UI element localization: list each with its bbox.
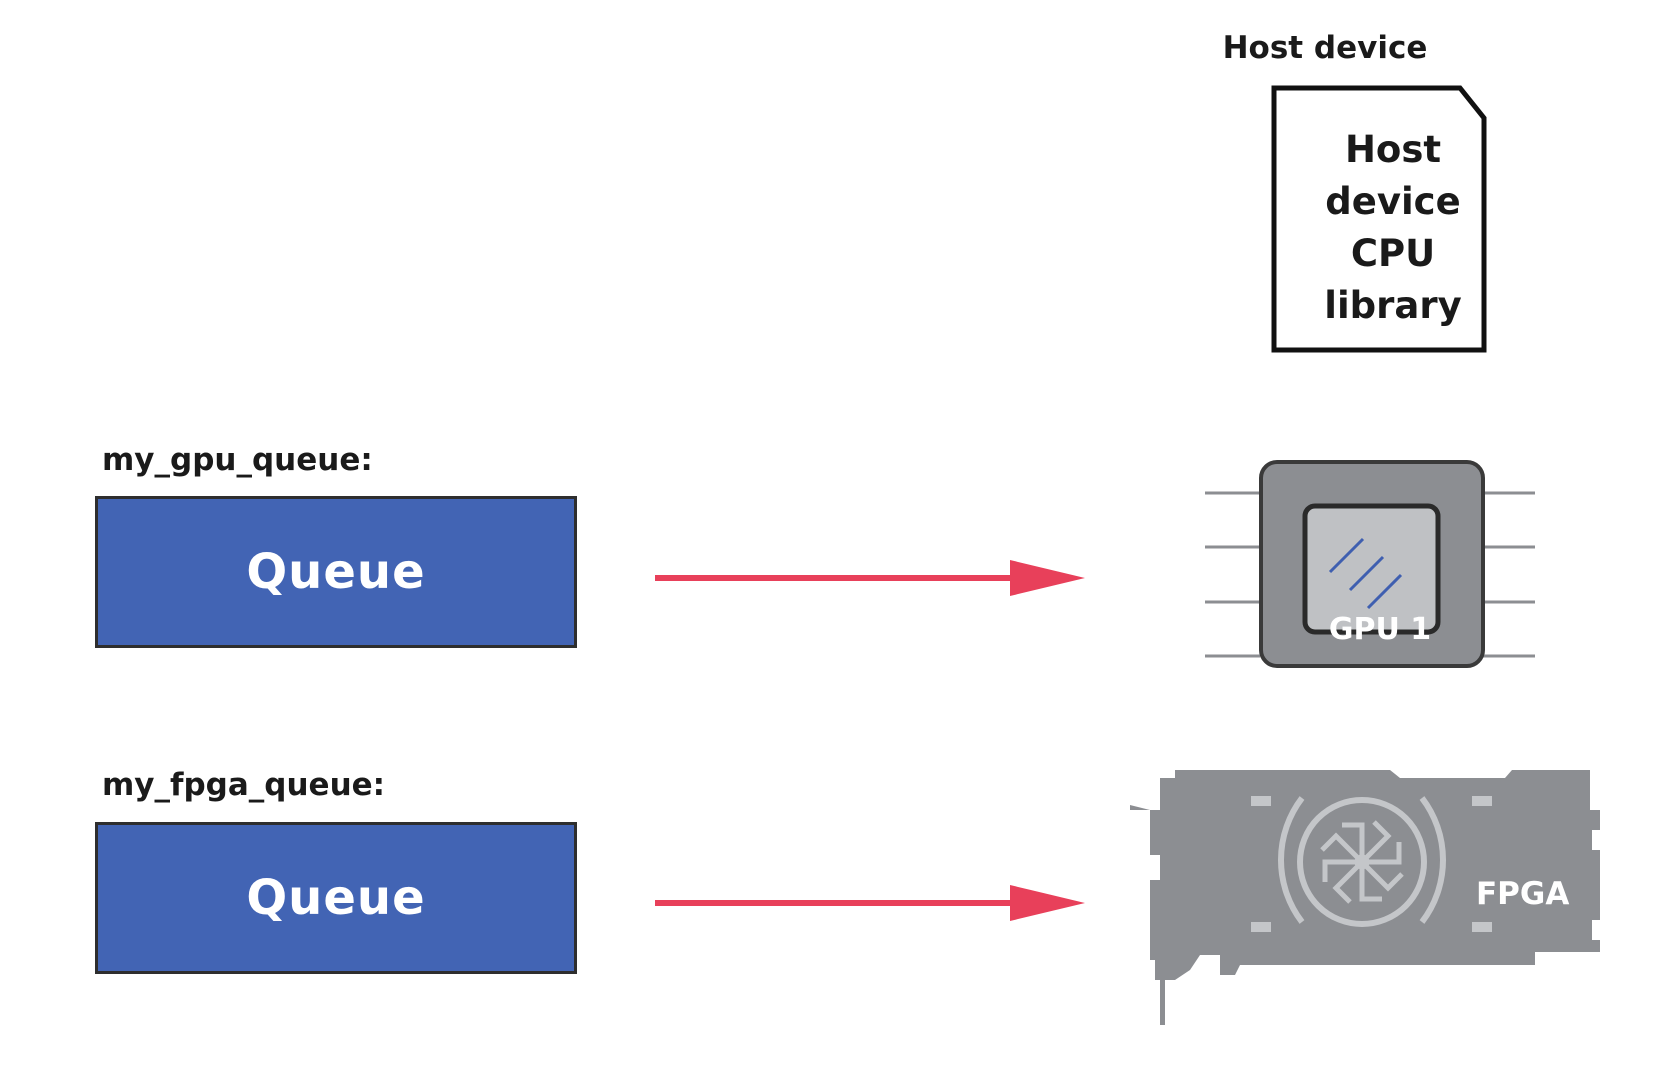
library-line: CPU xyxy=(1350,232,1436,275)
gpu-label: GPU 1 xyxy=(1328,612,1432,647)
fpga-label: FPGA xyxy=(1476,876,1570,912)
host-device-title: Host device xyxy=(1222,30,1428,66)
gpu-queue-label: my_gpu_queue: xyxy=(102,442,373,478)
library-line: Host xyxy=(1344,128,1442,171)
library-line: library xyxy=(1324,284,1462,327)
host-device-cpu-library: Host device CPU library xyxy=(1288,124,1498,332)
fpga-card-icon xyxy=(1130,770,1600,1025)
library-document-icon xyxy=(1271,85,1487,353)
gpu-queue-box: Queue xyxy=(95,496,577,648)
fpga-queue-label: my_fpga_queue: xyxy=(102,767,386,803)
fpga-queue-arrow xyxy=(655,885,1085,921)
fpga-queue-box: Queue xyxy=(95,822,577,974)
gpu-chip-icon xyxy=(1205,460,1535,668)
gpu-queue-arrow xyxy=(655,560,1085,596)
library-line: device xyxy=(1325,180,1461,223)
